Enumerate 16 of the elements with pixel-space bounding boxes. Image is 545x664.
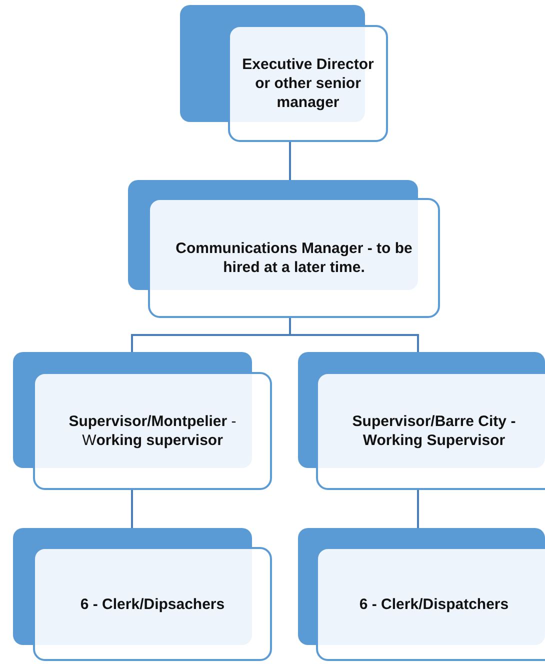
position-title: Executive Director or other senior manager: [241, 55, 375, 112]
position-title: Supervisor/Barre City - Working Supervisor: [351, 412, 517, 450]
position-title: Communications Manager - to be hired at a later time.: [174, 239, 414, 277]
connector-line: [131, 490, 133, 528]
org-chart-box: [13, 528, 272, 661]
org-chart-box: [298, 528, 545, 661]
position-title: 6 - Clerk/Dipsachers: [80, 594, 225, 614]
position-title: Supervisor/Montpelier - Working supervisor: [68, 412, 238, 450]
connector-line: [289, 318, 419, 352]
org-chart-box: [13, 352, 272, 490]
position-title: 6 - Clerk/Dispatchers: [359, 594, 509, 614]
org-chart-box: [298, 352, 545, 490]
connector-line: [417, 490, 419, 528]
org-chart-box: [180, 5, 388, 142]
org-chart-box: [128, 180, 440, 318]
connector-line: [289, 142, 291, 180]
